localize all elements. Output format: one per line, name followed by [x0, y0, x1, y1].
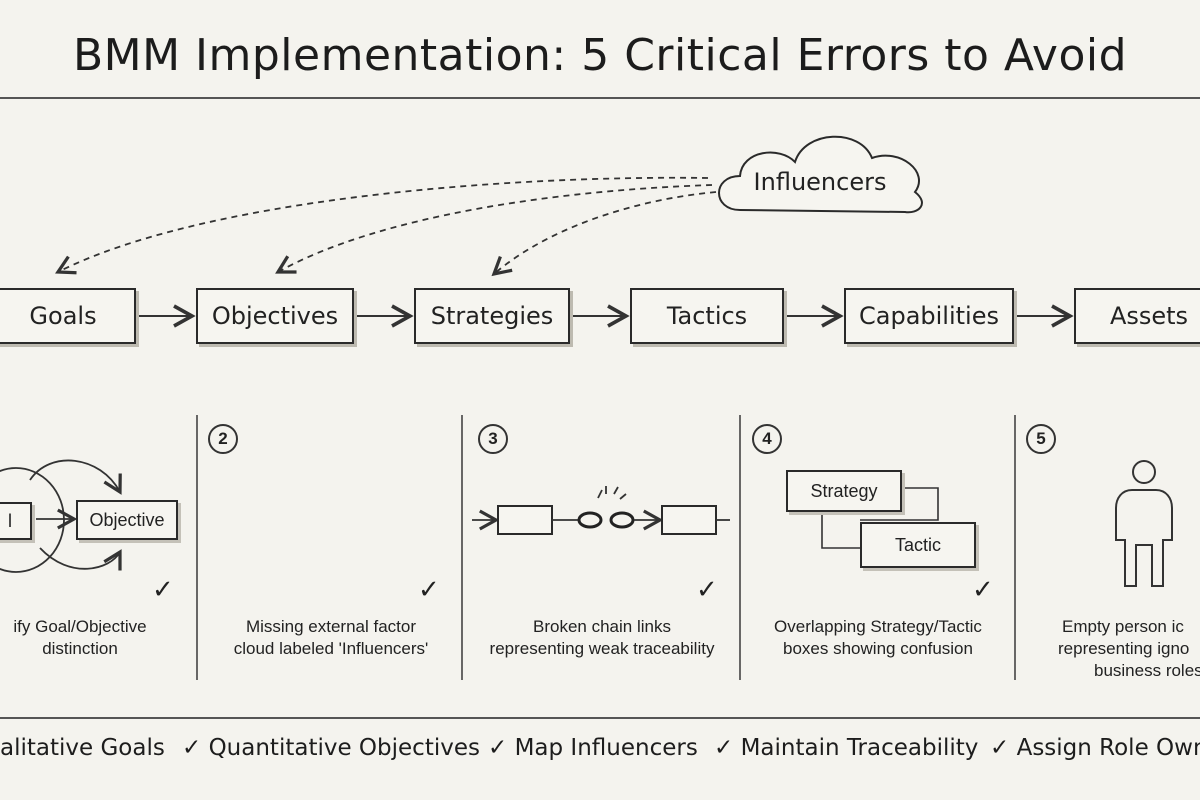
panel-1-description: ify Goal/Objective distinction [0, 616, 200, 660]
chain-box-right [661, 505, 717, 535]
footer-qualitative-goals: alitative Goals [0, 735, 165, 761]
panel-number-2: 2 [208, 424, 238, 454]
chain-box-goals: Goals [0, 288, 136, 344]
panel-3-line-1: Broken chain links [533, 617, 671, 636]
check-icon-1: ✓ [152, 574, 174, 604]
bottom-divider [0, 717, 1200, 719]
panel-5-line-2: representing igno [1058, 639, 1190, 658]
break-spark [597, 486, 627, 500]
chain-box-objectives: Objectives [196, 288, 354, 344]
panel-4-line-2: boxes showing confusion [783, 639, 973, 658]
top-divider [0, 97, 1200, 99]
panel-5-description: Empty person ic representing igno busine… [1058, 616, 1200, 682]
panel-5-line-1: Empty person ic [1062, 617, 1184, 636]
footer-map-influencers: ✓ Map Influencers [488, 735, 698, 761]
panel-1-line-2: distinction [42, 639, 118, 658]
panel-number-4: 4 [752, 424, 782, 454]
check-icon-3: ✓ [696, 574, 718, 604]
footer-quantitative-objectives: ✓ Quantitative Objectives [182, 735, 480, 761]
empty-person-icon [1115, 460, 1173, 587]
panel-5-line-3: business roles [1094, 661, 1200, 680]
panel-2-line-1: Missing external factor [245, 617, 417, 636]
panel-1-line-1: ify Goal/Objective [13, 617, 147, 636]
influencers-cloud [718, 135, 923, 214]
check-icon-2: ✓ [418, 574, 440, 604]
panel-3-description: Broken chain links representing weak tra… [464, 616, 740, 660]
panel-2-line-2: cloud labeled 'Influencers' [233, 639, 429, 658]
chain-box-capabilities: Capabilities [844, 288, 1014, 344]
panel-4-description: Overlapping Strategy/Tactic boxes showin… [742, 616, 1014, 660]
overlap-connector-left [821, 514, 862, 549]
chain-box-assets: Assets [1074, 288, 1200, 344]
goal-box-partial: l [0, 502, 32, 540]
footer-maintain-traceability: ✓ Maintain Traceability [714, 735, 979, 761]
panel-3-line-2: representing weak traceability [489, 639, 715, 658]
chain-box-strategies: Strategies [414, 288, 570, 344]
confusion-arrow-bottom [39, 547, 122, 571]
broken-link-left [577, 511, 603, 529]
panel-number-5: 5 [1026, 424, 1056, 454]
check-icon-4: ✓ [972, 574, 994, 604]
strategy-box: Strategy [786, 470, 902, 512]
panel-2-description: Missing external factor cloud labeled 'I… [200, 616, 462, 660]
influence-arrow-goals [55, 176, 709, 275]
influence-arrow-strategies [491, 191, 717, 277]
objective-box: Objective [76, 500, 178, 540]
page-title: BMM Implementation: 5 Critical Errors to… [72, 30, 1128, 81]
footer-assign-role-owners: ✓ Assign Role Owne [990, 735, 1200, 761]
panel-4-line-1: Overlapping Strategy/Tactic [774, 617, 982, 636]
confusion-arrow-top [29, 459, 122, 495]
chain-box-tactics: Tactics [630, 288, 784, 344]
chain-box-left [497, 505, 553, 535]
broken-link-right [609, 511, 635, 529]
panel-number-3: 3 [478, 424, 508, 454]
influencers-label: Influencers [753, 168, 887, 196]
overlap-connector-right [860, 487, 939, 521]
tactic-box: Tactic [860, 522, 976, 568]
